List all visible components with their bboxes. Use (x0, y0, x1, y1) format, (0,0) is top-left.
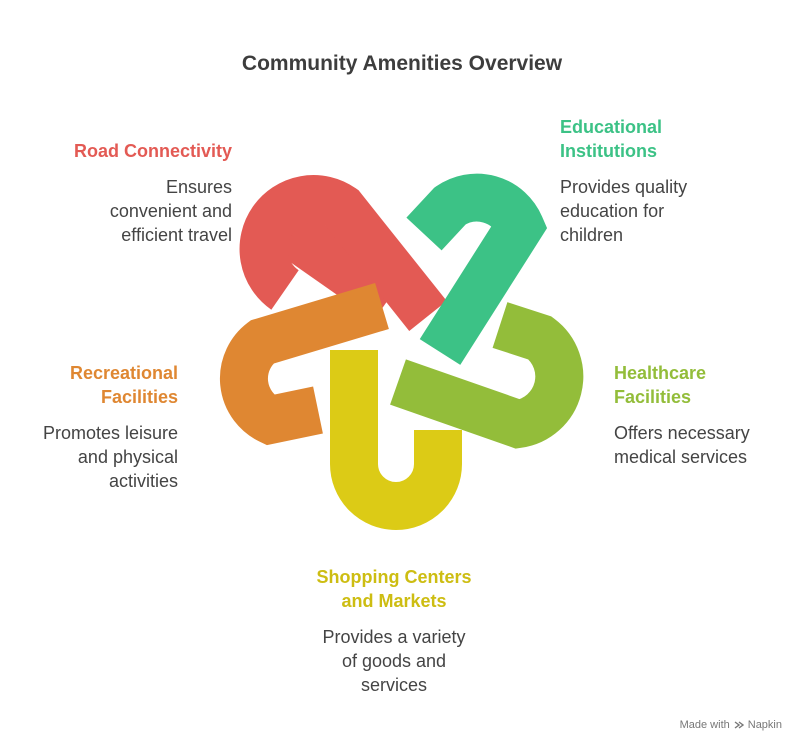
link-shopping-centers (330, 350, 462, 530)
link-healthcare-facilities (390, 302, 584, 449)
footer-attribution: Made with Napkin (680, 719, 782, 731)
label-recreational-facilities: Recreational Facilities (69, 363, 178, 407)
link-road-connectivity-loop (239, 175, 447, 331)
desc-healthcare-facilities: Offers necessary medical services (614, 423, 750, 467)
desc-educational-institutions: Provides quality education for children (560, 177, 688, 245)
desc-road-connectivity: Ensures convenient and efficient travel (109, 177, 232, 245)
label-road-connectivity: Road Connectivity (73, 141, 232, 161)
desc-recreational-facilities: Promotes leisure and physical activities (42, 423, 178, 491)
made-with-text: Made with (679, 719, 730, 731)
napkin-brand-text: Napkin (747, 719, 782, 731)
label-shopping-centers: Shopping Centers and Markets (316, 567, 472, 611)
desc-shopping-centers: Provides a variety of goods and services (322, 627, 466, 695)
link-recreational-facilities (219, 283, 389, 446)
link-educational-institutions (406, 173, 548, 365)
label-educational-institutions: Educational Institutions (560, 117, 663, 161)
label-healthcare-facilities: Healthcare Facilities (614, 363, 707, 407)
page-title: Community Amenities Overview (241, 52, 563, 75)
napkin-logo-icon (734, 721, 744, 729)
